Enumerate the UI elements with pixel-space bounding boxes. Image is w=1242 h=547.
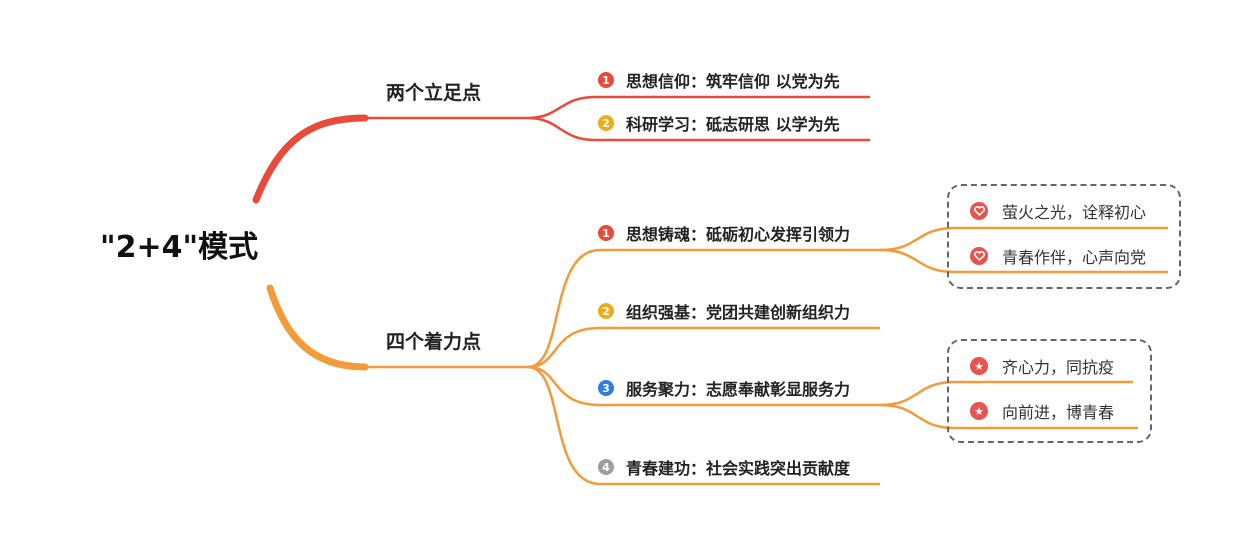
branch-2-item-3[interactable]: 3 服务聚力：志愿奉献彰显服务力 — [598, 377, 850, 399]
root-topic[interactable]: "2+4"模式 — [100, 230, 259, 265]
item-label: 服务聚力：志愿奉献彰显服务力 — [626, 380, 851, 399]
item-label: 组织强基：党团共建创新组织力 — [626, 303, 851, 322]
branch-1-item-2[interactable]: 2 科研学习：砥志研思 以学为先 — [598, 112, 840, 134]
sub-item-label: 萤火之光，诠释初心 — [1002, 203, 1147, 222]
number-badge-icon: 2 — [598, 303, 614, 319]
sub-item-label: 向前进，博青春 — [1002, 403, 1115, 422]
item-label: 思想信仰：筑牢信仰 以党为先 — [626, 72, 840, 91]
sub-group-box-2 — [947, 339, 1152, 443]
sub-1-1-connector — [879, 226, 1168, 252]
sub-item-1-1[interactable]: 萤火之光，诠释初心 — [970, 200, 1146, 222]
item-label: 思想铸魂：砥砺初心发挥引领力 — [626, 225, 851, 244]
sub-item-label: 青春作伴，心声向党 — [1002, 248, 1147, 267]
branch-2-item-4-connector — [527, 365, 880, 486]
branch-1-title[interactable]: 两个立足点 — [386, 82, 482, 104]
item-label: 科研学习：砥志研思 以学为先 — [626, 115, 840, 134]
sub-item-1-2[interactable]: 青春作伴，心声向党 — [970, 245, 1146, 267]
sub-group-box-1 — [947, 184, 1181, 289]
branch-2-item-2-connector — [527, 326, 880, 369]
heart-icon — [970, 247, 988, 265]
branch-2-item-3-connector — [527, 365, 880, 407]
heart-icon — [970, 202, 988, 220]
branch-1-item-2-connector — [527, 116, 870, 142]
number-badge-icon: 3 — [598, 380, 614, 396]
star-icon: ★ — [970, 402, 988, 420]
root-to-branch-2-connector — [266, 284, 369, 371]
number-badge-icon: 2 — [598, 115, 614, 131]
sub-3-1-connector — [879, 380, 1133, 407]
sub-item-label: 齐心力，同抗疫 — [1002, 358, 1115, 377]
sub-1-2-connector — [879, 248, 1168, 274]
root-to-branch-1-connector — [252, 114, 369, 204]
branch-2-item-4[interactable]: 4 青春建功：社会实践突出贡献度 — [598, 456, 850, 478]
number-badge-icon: 1 — [598, 72, 614, 88]
branch-1-item-1-connector — [527, 95, 870, 120]
branch-1-item-1[interactable]: 1 思想信仰：筑牢信仰 以党为先 — [598, 69, 840, 91]
sub-3-2-connector — [879, 403, 1138, 430]
number-badge-icon: 1 — [598, 225, 614, 241]
branch-2-title[interactable]: 四个着力点 — [386, 331, 482, 353]
branch-2-item-1[interactable]: 1 思想铸魂：砥砺初心发挥引领力 — [598, 222, 850, 244]
sub-item-3-2[interactable]: ★ 向前进，博青春 — [970, 400, 1114, 422]
sub-item-3-1[interactable]: ★ 齐心力，同抗疫 — [970, 355, 1114, 377]
number-badge-icon: 4 — [598, 459, 614, 475]
branch-2-item-1-connector — [527, 248, 880, 369]
star-icon: ★ — [970, 357, 988, 375]
item-label: 青春建功：社会实践突出贡献度 — [626, 459, 851, 478]
branch-2-item-2[interactable]: 2 组织强基：党团共建创新组织力 — [598, 300, 850, 322]
